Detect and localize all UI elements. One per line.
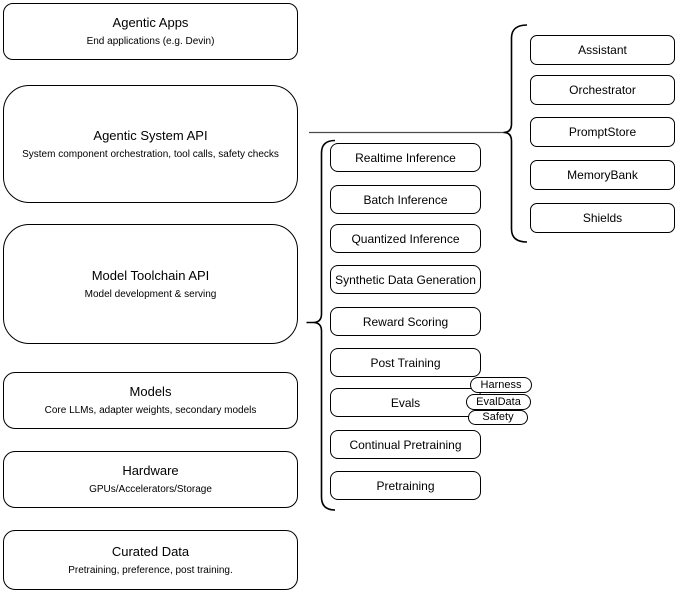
node-title: Models xyxy=(129,384,172,399)
node-shields: Shields xyxy=(530,203,675,233)
node-memorybank: MemoryBank xyxy=(530,160,675,190)
tag-label: Harness xyxy=(480,378,522,391)
node-orchestrator: Orchestrator xyxy=(530,75,675,105)
tag-label: EvalData xyxy=(476,395,521,408)
node-curated-data: Curated Data Pretraining, preference, po… xyxy=(3,530,298,590)
node-promptstore: PromptStore xyxy=(530,117,675,147)
node-title: Model Toolchain API xyxy=(91,267,210,283)
node-assistant: Assistant xyxy=(530,35,675,65)
node-title: Agentic System API xyxy=(93,127,208,143)
node-title: Hardware xyxy=(122,463,179,478)
node-subtitle: Core LLMs, adapter weights, secondary mo… xyxy=(44,405,257,416)
node-label: Post Training xyxy=(370,355,441,370)
node-subtitle: End applications (e.g. Devin) xyxy=(86,36,215,47)
node-label: Continual Pretraining xyxy=(349,437,462,452)
tag-label: Safety xyxy=(482,411,514,423)
node-label: Quantized Inference xyxy=(351,231,460,246)
node-subtitle: Model development & serving xyxy=(84,288,217,300)
node-label: Evals xyxy=(390,395,421,410)
node-label: Assistant xyxy=(578,43,627,57)
node-label: Reward Scoring xyxy=(362,314,449,329)
node-title: Curated Data xyxy=(111,543,190,559)
node-label: Shields xyxy=(582,211,623,225)
node-agentic-apps: Agentic Apps End applications (e.g. Devi… xyxy=(3,3,298,60)
node-reward-scoring: Reward Scoring xyxy=(330,307,481,336)
node-quantized-inference: Quantized Inference xyxy=(330,224,481,253)
node-realtime-inference: Realtime Inference xyxy=(330,143,481,172)
node-continual-pretraining: Continual Pretraining xyxy=(330,430,481,459)
node-label: MemoryBank xyxy=(567,168,638,182)
node-models: Models Core LLMs, adapter weights, secon… xyxy=(3,372,298,429)
node-label: PromptStore xyxy=(568,125,637,139)
node-label: Pretraining xyxy=(376,478,435,493)
tag-safety: Safety xyxy=(468,410,528,425)
tag-evaldata: EvalData xyxy=(466,394,531,410)
node-agentic-system-api: Agentic System API System component orch… xyxy=(3,85,298,203)
tag-harness: Harness xyxy=(470,377,532,393)
node-label: Orchestrator xyxy=(569,83,636,97)
node-label: Realtime Inference xyxy=(355,150,456,165)
node-label: Batch Inference xyxy=(363,192,448,207)
node-hardware: Hardware GPUs/Accelerators/Storage xyxy=(3,451,298,508)
node-model-toolchain-api: Model Toolchain API Model development & … xyxy=(3,224,298,344)
system-components-group-brace xyxy=(503,24,528,243)
node-batch-inference: Batch Inference xyxy=(330,185,481,214)
node-label: Synthetic Data Generation xyxy=(335,272,476,287)
node-evals: Evals xyxy=(330,388,481,417)
toolchain-group-brace xyxy=(306,139,336,511)
node-subtitle: System component orchestration, tool cal… xyxy=(22,148,279,160)
node-title: Agentic Apps xyxy=(112,15,189,30)
node-subtitle: Pretraining, preference, post training. xyxy=(68,564,233,576)
node-synthetic-data-generation: Synthetic Data Generation xyxy=(330,265,481,294)
node-subtitle: GPUs/Accelerators/Storage xyxy=(89,484,212,495)
node-post-training: Post Training xyxy=(330,348,481,377)
node-pretraining: Pretraining xyxy=(330,471,481,500)
